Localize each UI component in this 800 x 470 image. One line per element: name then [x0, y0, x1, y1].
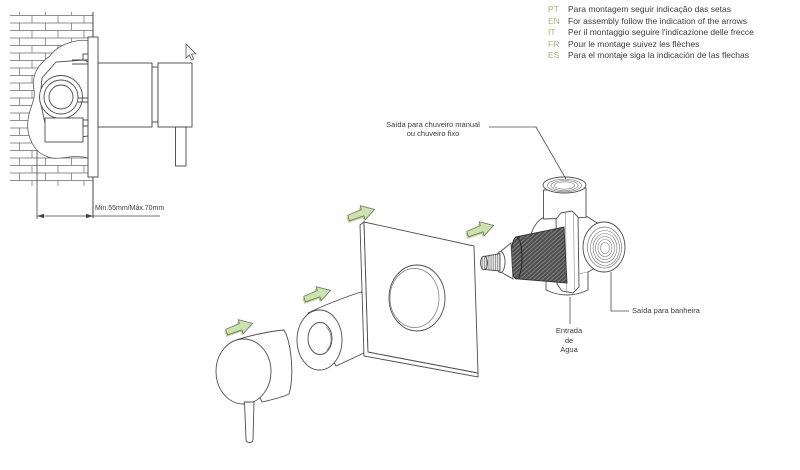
language-code: PT — [548, 4, 559, 14]
spindle-tip — [480, 242, 514, 280]
top-outlet-label: Saída para chuveiro manual ou chuveiro f… — [368, 120, 498, 138]
instruction-text: Para el montaje siga la indicación de la… — [568, 50, 749, 61]
water-inlet-label-line1: Entrada — [555, 326, 583, 335]
instruction-line: PT Para montagem seguir indicação das se… — [548, 4, 754, 16]
sleeve-part — [296, 291, 374, 371]
wall-mixer-trim — [82, 36, 193, 178]
water-inlet-label: Entrada de Água — [546, 326, 592, 355]
handle-part — [215, 329, 293, 443]
arrow-icon — [222, 316, 255, 340]
instruction-line: IT Per il montaggio seguire l'indicazion… — [548, 27, 754, 39]
knurled-cartridge — [510, 226, 568, 284]
arrow-icon — [463, 218, 496, 242]
dimension-label: Min.55mm/Máx.70mm — [95, 205, 165, 212]
instruction-text: Pour le montage suivez les flèches — [568, 38, 700, 49]
instruction-line: FR Pour le montage suivez les flèches — [548, 39, 754, 51]
valve-body-part — [480, 176, 626, 296]
embedded-valve-body — [39, 59, 89, 143]
instruction-text: For assembly follow the indication of th… — [568, 15, 748, 26]
top-outlet-port — [542, 176, 587, 220]
arrow-icon — [300, 283, 333, 307]
language-code: IT — [548, 27, 556, 38]
escutcheon-plate-part — [359, 221, 479, 378]
arrow-icon — [344, 202, 377, 226]
language-code: ES — [548, 50, 560, 61]
top-outlet-label-line1: Saída para chuveiro manual — [386, 120, 480, 129]
multilingual-instructions: PT Para montagem seguir indicação das se… — [548, 4, 754, 62]
instruction-line: EN For assembly follow the indication of… — [548, 16, 754, 28]
bath-outlet-label: Saída para banheira — [632, 306, 700, 315]
bath-outlet-port — [582, 221, 626, 273]
instruction-text: Per il montaggio seguire l'indicazione d… — [568, 27, 754, 38]
leader-lines — [489, 126, 629, 324]
mouse-cursor-icon — [185, 42, 197, 61]
water-inlet-label-line2: de — [564, 335, 574, 345]
wall-section-diagram — [10, 12, 197, 219]
dimension — [36, 150, 160, 219]
instruction-text: Para montagem seguir indicação das setas — [568, 4, 732, 14]
exploded-assembly-diagram — [215, 126, 629, 443]
language-code: FR — [548, 38, 560, 49]
water-inlet-label-line3: Água — [560, 345, 578, 354]
instruction-line: ES Para el montaje siga la indicación de… — [548, 50, 754, 62]
language-code: EN — [548, 15, 560, 26]
top-outlet-label-line2: ou chuveiro fixo — [406, 129, 460, 138]
